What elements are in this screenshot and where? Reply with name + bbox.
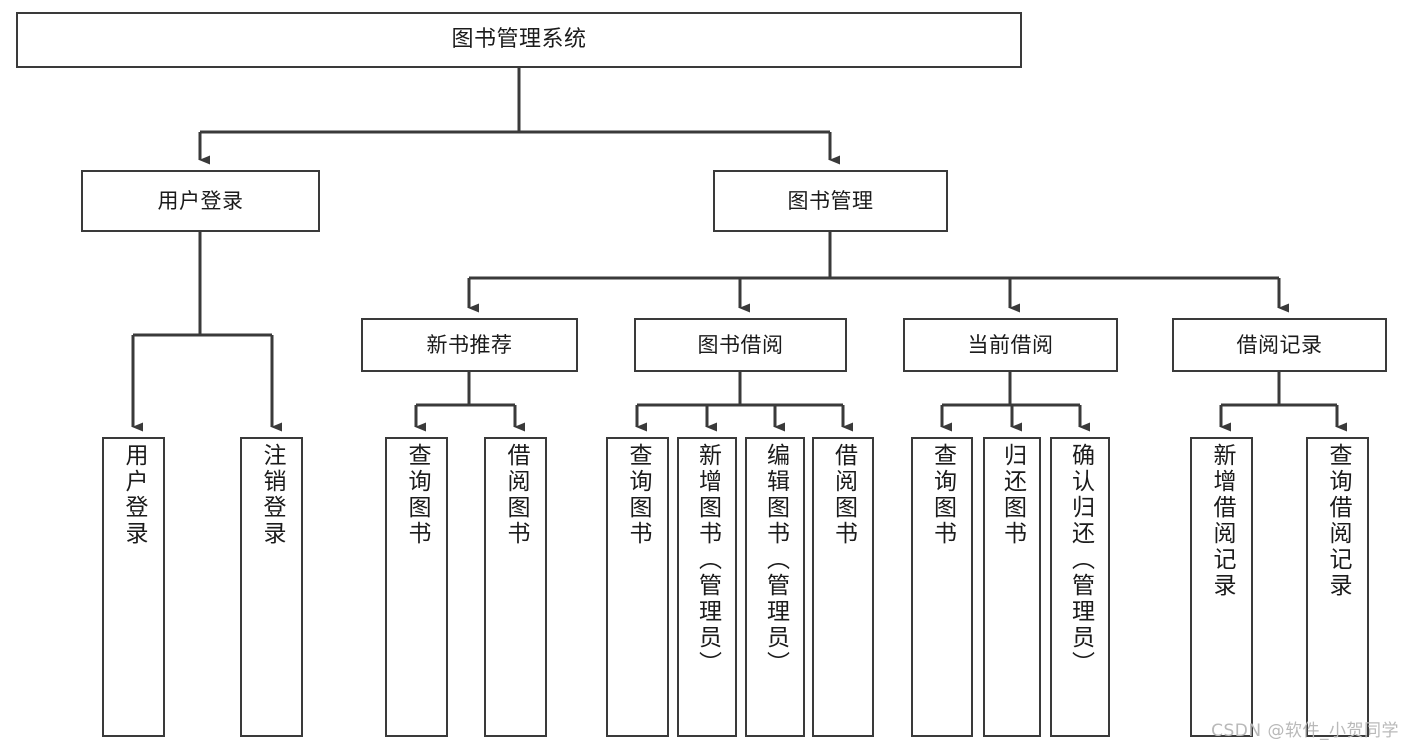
node-leaf-query-borrow-record[interactable]: 查询借阅记录	[1306, 437, 1369, 737]
node-book-borrow[interactable]: 图书借阅	[634, 318, 847, 372]
node-leaf-user-login[interactable]: 用户登录	[102, 437, 165, 737]
node-current-borrow[interactable]: 当前借阅	[903, 318, 1118, 372]
node-leaf-add-book-admin[interactable]: 新增图书（管理员）	[677, 437, 737, 737]
node-leaf-add-borrow-record[interactable]: 新增借阅记录	[1190, 437, 1253, 737]
node-leaf-edit-book-admin[interactable]: 编辑图书（管理员）	[745, 437, 805, 737]
node-leaf-user-login-label: 用户登录	[121, 443, 147, 547]
node-leaf-logout[interactable]: 注销登录	[240, 437, 303, 737]
node-user-login-label: 用户登录	[157, 188, 244, 213]
node-leaf-logout-label: 注销登录	[259, 443, 285, 547]
node-new-book-recommend-label: 新书推荐	[426, 332, 513, 357]
node-leaf-add-borrow-record-label: 新增借阅记录	[1209, 443, 1235, 599]
node-leaf-query-book-3-label: 查询图书	[929, 443, 956, 547]
node-root[interactable]: 图书管理系统	[16, 12, 1022, 68]
node-root-label: 图书管理系统	[451, 27, 587, 53]
node-leaf-query-book-2[interactable]: 查询图书	[606, 437, 669, 737]
node-leaf-confirm-return-admin[interactable]: 确认归还（管理员）	[1050, 437, 1110, 737]
node-leaf-return-book[interactable]: 归还图书	[983, 437, 1041, 737]
node-leaf-borrow-book-1[interactable]: 借阅图书	[484, 437, 547, 737]
node-leaf-query-book-3[interactable]: 查询图书	[911, 437, 973, 737]
node-leaf-borrow-book-2-label: 借阅图书	[830, 443, 857, 547]
node-leaf-edit-book-admin-label: 编辑图书（管理员）	[762, 443, 789, 677]
node-leaf-confirm-return-admin-label: 确认归还（管理员）	[1067, 443, 1094, 677]
node-leaf-borrow-book-2[interactable]: 借阅图书	[812, 437, 874, 737]
node-leaf-query-book-1[interactable]: 查询图书	[385, 437, 448, 737]
node-leaf-return-book-label: 归还图书	[999, 443, 1026, 547]
node-leaf-query-book-1-label: 查询图书	[404, 443, 430, 547]
node-book-borrow-label: 图书借阅	[697, 332, 784, 357]
node-leaf-borrow-book-1-label: 借阅图书	[503, 443, 529, 547]
node-leaf-add-book-admin-label: 新增图书（管理员）	[694, 443, 721, 677]
watermark-text: CSDN @软件_小贺同学	[1211, 721, 1399, 741]
node-book-manage-label: 图书管理	[787, 188, 874, 213]
node-user-login[interactable]: 用户登录	[81, 170, 320, 232]
node-borrow-record[interactable]: 借阅记录	[1172, 318, 1387, 372]
node-leaf-query-borrow-record-label: 查询借阅记录	[1325, 443, 1351, 599]
node-new-book-recommend[interactable]: 新书推荐	[361, 318, 578, 372]
node-borrow-record-label: 借阅记录	[1236, 332, 1323, 357]
node-leaf-query-book-2-label: 查询图书	[625, 443, 651, 547]
node-current-borrow-label: 当前借阅	[967, 332, 1054, 357]
node-book-manage[interactable]: 图书管理	[713, 170, 948, 232]
